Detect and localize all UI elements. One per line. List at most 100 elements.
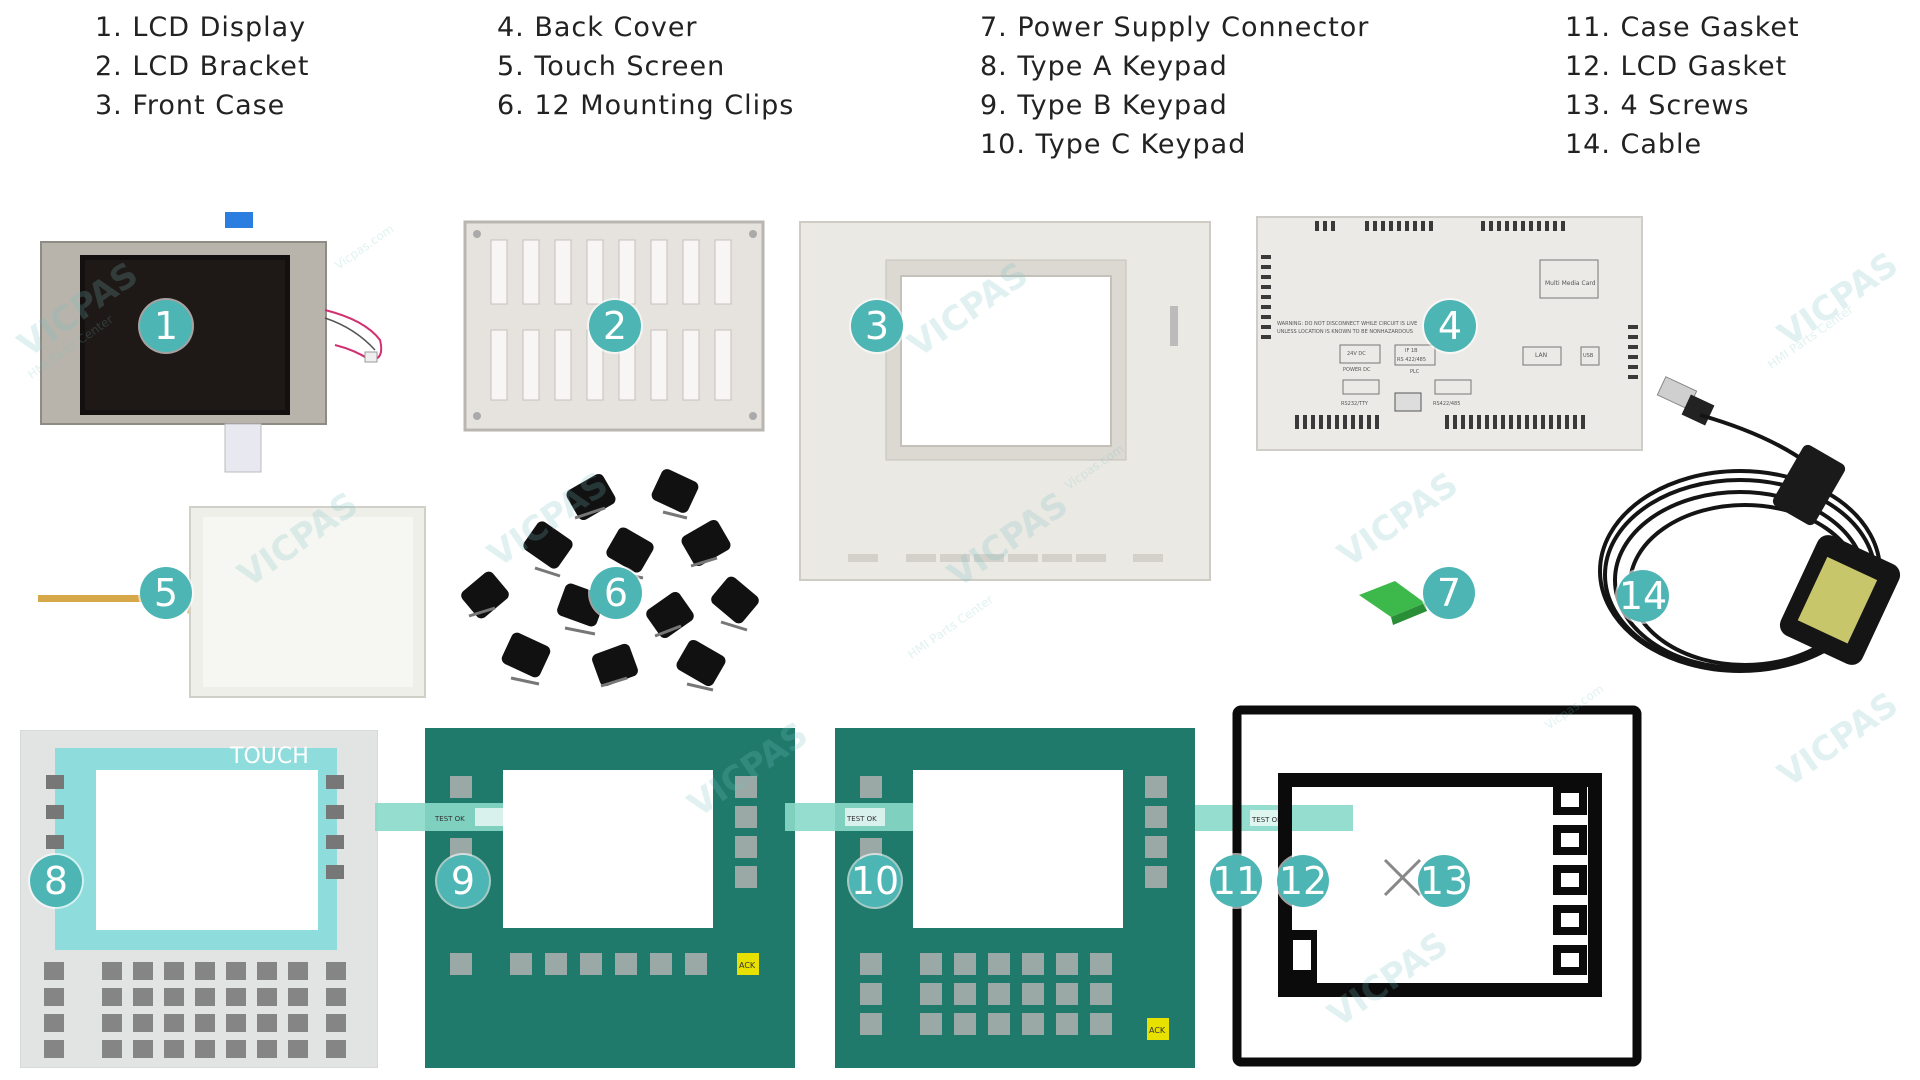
legend-item: 9. Type B Keypad [980, 90, 1228, 121]
keypad-key [954, 1013, 976, 1035]
power-dc-label: POWER DC [1343, 367, 1371, 373]
ack-label: ACK [739, 961, 756, 970]
legend-item: 8. Type A Keypad [980, 51, 1228, 82]
watermark: VICPAS [1330, 464, 1466, 576]
keypad-key [102, 988, 122, 1006]
legend-item: 3. Front Case [95, 90, 286, 121]
legend-item: 1. LCD Display [95, 12, 307, 43]
legend-item: 4. Back Cover [497, 12, 698, 43]
rs232-label: RS232/TTY [1341, 401, 1369, 407]
keypad-key [920, 953, 942, 975]
keypad-key [164, 1014, 184, 1032]
warning-label-2: UNLESS LOCATION IS KNOWN TO BE NONHAZARD… [1277, 329, 1413, 335]
keypad-key [44, 1040, 64, 1058]
keypad-key [326, 988, 346, 1006]
legend-item: 10. Type C Keypad [980, 129, 1247, 160]
badge-4: 4 [1424, 300, 1476, 352]
badge-14: 14 [1617, 570, 1669, 622]
keypad-key [133, 988, 153, 1006]
keypad-key [1022, 983, 1044, 1005]
badge-10: 10 [849, 855, 901, 907]
keypad-key [226, 962, 246, 980]
keypad-key [326, 962, 346, 980]
mmc-label: Multi Media Card [1545, 280, 1596, 287]
keypad-key [954, 953, 976, 975]
legend-item: 7. Power Supply Connector [980, 12, 1370, 43]
touch-screen-image [38, 506, 426, 698]
keypad-key [164, 962, 184, 980]
keypad-key [257, 1014, 277, 1032]
keypad-key [133, 1014, 153, 1032]
legend-item: 12. LCD Gasket [1565, 51, 1788, 82]
keypad-type-c-image: TEST OK ACK [785, 728, 1195, 1068]
keypad-key [1090, 1013, 1112, 1035]
plc-label: PLC [1410, 369, 1420, 375]
badge-6: 6 [590, 567, 642, 619]
keypad-key [102, 1014, 122, 1032]
keypad-key [920, 1013, 942, 1035]
legend-col-4: 11. Case Gasket 12. LCD Gasket 13. 4 Scr… [1565, 8, 1800, 164]
flex-label: TEST OK [846, 815, 877, 823]
keypad-key [164, 988, 184, 1006]
lcd-display-image [40, 212, 383, 473]
badge-2: 2 [589, 300, 641, 352]
keypad-key [288, 988, 308, 1006]
keypad-key [988, 953, 1010, 975]
keypad-key [860, 1013, 882, 1035]
keypad-key [102, 962, 122, 980]
badge-12: 12 [1277, 855, 1329, 907]
legend-col-3: 7. Power Supply Connector 8. Type A Keyp… [980, 8, 1369, 164]
front-case-image [799, 221, 1211, 581]
keypad-key [195, 988, 215, 1006]
legend-item: 6. 12 Mounting Clips [497, 90, 795, 121]
ack-label: ACK [1149, 1026, 1166, 1035]
cable-image [1598, 376, 1901, 673]
legend-col-1: 1. LCD Display 2. LCD Bracket 3. Front C… [95, 8, 310, 125]
power-label: 24V DC [1347, 351, 1366, 357]
watermark-sub: HMI Parts Center [1765, 302, 1856, 372]
keypad-key [44, 988, 64, 1006]
keypad-key [195, 962, 215, 980]
keypad-key [988, 1013, 1010, 1035]
badge-5: 5 [140, 567, 192, 619]
badge-1: 1 [140, 300, 192, 352]
keypad-key [226, 1040, 246, 1058]
flex-label: TEST OK [1251, 816, 1282, 824]
keypad-type-a-image: TOUCH [20, 730, 378, 1068]
keypad-key [44, 1014, 64, 1032]
keypad-key [226, 1014, 246, 1032]
keypad-key [226, 988, 246, 1006]
badge-3: 3 [851, 300, 903, 352]
keypad-key [257, 988, 277, 1006]
mounting-clips-image [461, 469, 759, 692]
badge-8: 8 [30, 855, 82, 907]
keypad-key [164, 1040, 184, 1058]
watermark: VICPAS [1770, 244, 1906, 356]
keypad-key [288, 1014, 308, 1032]
keypad-key [1090, 953, 1112, 975]
watermark-sub: HMI Parts Center [905, 592, 996, 662]
keypad-key [860, 953, 882, 975]
legend-item: 13. 4 Screws [1565, 90, 1750, 121]
power-connector-image [1359, 581, 1427, 625]
badge-9: 9 [437, 855, 489, 907]
legend-item: 14. Cable [1565, 129, 1703, 160]
badge-7: 7 [1423, 567, 1475, 619]
badge-11: 11 [1210, 855, 1262, 907]
keypad-key [288, 962, 308, 980]
keypad-key [920, 983, 942, 1005]
keypad-key [860, 983, 882, 1005]
legend-item: 5. Touch Screen [497, 51, 726, 82]
badge-13: 13 [1418, 855, 1470, 907]
keypad-key [954, 983, 976, 1005]
keypad-key [1022, 1013, 1044, 1035]
rs422b-label: RS422/485 [1433, 401, 1460, 407]
keypad-key [195, 1040, 215, 1058]
keypad-key [195, 1014, 215, 1032]
usb-label: USB [1583, 353, 1594, 359]
keypad-key [133, 962, 153, 980]
legend-col-2: 4. Back Cover 5. Touch Screen 6. 12 Moun… [497, 8, 794, 125]
legend-item: 11. Case Gasket [1565, 12, 1800, 43]
keypad-key [326, 1014, 346, 1032]
legend-item: 2. LCD Bracket [95, 51, 310, 82]
